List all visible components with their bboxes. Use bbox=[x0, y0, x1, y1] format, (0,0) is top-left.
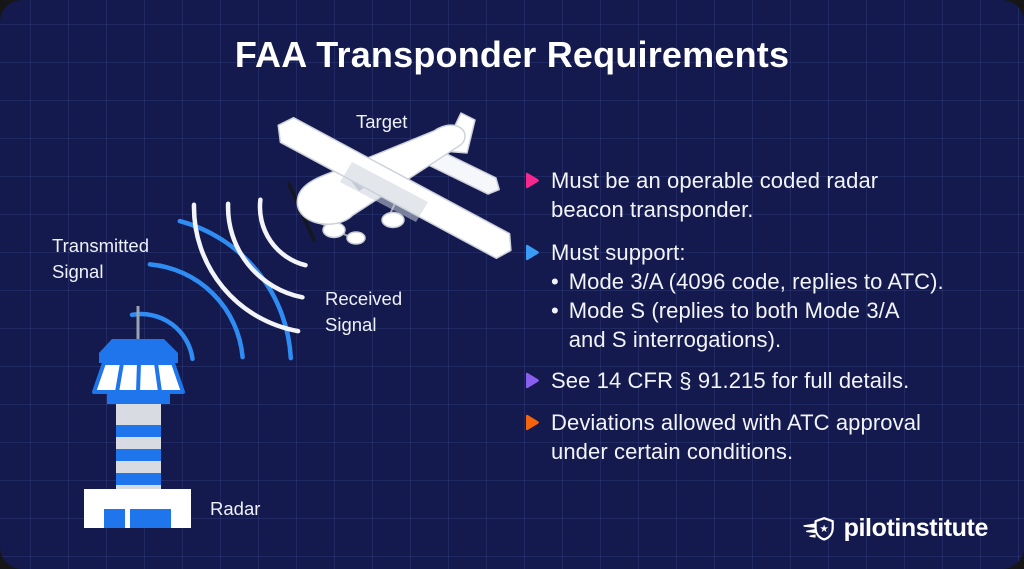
list-item: Must support: • Mode 3/A (4096 code, rep… bbox=[524, 238, 1002, 354]
page-title: FAA Transponder Requirements bbox=[234, 34, 790, 75]
requirements-list: Must be an operable coded radar beacon t… bbox=[524, 160, 1002, 466]
requirement-text: Deviations allowed with ATC approval und… bbox=[551, 410, 922, 464]
arrow-bullet-icon bbox=[526, 414, 539, 431]
tower-roof bbox=[99, 339, 178, 363]
sub-requirement-text: Mode S (replies to both Mode 3/A and S i… bbox=[568, 298, 900, 352]
list-item: Must be an operable coded radar beacon t… bbox=[524, 166, 1002, 224]
wing-root-shading bbox=[340, 162, 428, 222]
brand-logo: ★ pilotinstitute bbox=[801, 514, 988, 543]
sub-requirement-text: Mode 3/A (4096 code, replies to ATC). bbox=[568, 269, 944, 294]
dot-bullet-icon: • bbox=[551, 269, 559, 294]
dot-bullet-icon: • bbox=[551, 298, 559, 323]
arrow-bullet-icon bbox=[526, 372, 539, 389]
list-item: • Mode S (replies to both Mode 3/A and S… bbox=[551, 296, 944, 354]
target-label: Target bbox=[356, 111, 408, 132]
radar-tower-illustration bbox=[84, 306, 191, 528]
received-signal-arcs bbox=[191, 197, 308, 334]
radar-label: Radar bbox=[210, 498, 261, 519]
received-signal-label: Received Signal bbox=[325, 288, 403, 335]
list-item: • Mode 3/A (4096 code, replies to ATC). bbox=[551, 267, 944, 296]
svg-text:★: ★ bbox=[819, 523, 828, 535]
list-item: See 14 CFR § 91.215 for full details. bbox=[524, 366, 1002, 395]
brand-logo-text: pilotinstitute bbox=[843, 514, 989, 542]
airplane-illustration bbox=[277, 112, 512, 260]
arrow-bullet-icon bbox=[526, 172, 539, 189]
requirement-text: See 14 CFR § 91.215 for full details. bbox=[551, 368, 910, 393]
requirement-text: Must support: bbox=[551, 240, 686, 265]
transmitted-signal-label: Transmitted Signal bbox=[52, 235, 149, 282]
tower-cab-windows bbox=[115, 362, 162, 393]
sub-requirements-list: • Mode 3/A (4096 code, replies to ATC). … bbox=[551, 267, 944, 354]
transmitted-signal-arcs bbox=[129, 218, 294, 362]
list-item: Deviations allowed with ATC approval und… bbox=[524, 408, 1002, 466]
requirement-text: Must be an operable coded radar beacon t… bbox=[551, 168, 879, 222]
arrow-bullet-icon bbox=[526, 244, 539, 261]
winged-shield-star-icon: ★ bbox=[802, 517, 834, 541]
